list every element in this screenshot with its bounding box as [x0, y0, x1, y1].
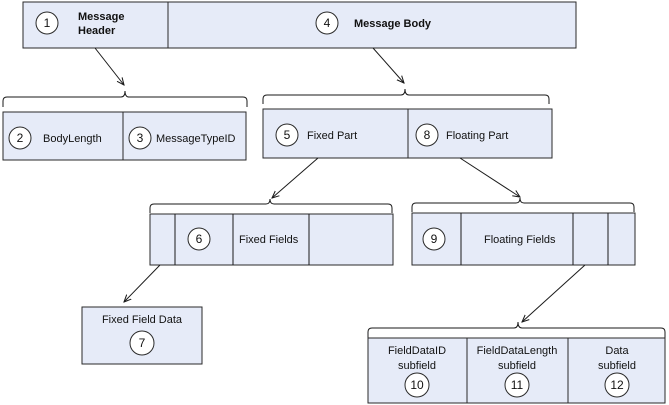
node-number-circle	[35, 11, 59, 35]
body-length-node: 2 BodyLength	[2, 111, 124, 161]
node-number-circle	[604, 372, 630, 398]
node-label: Data	[605, 345, 629, 357]
node-number-circle	[315, 11, 339, 35]
node-number: 1	[44, 16, 51, 30]
node-label: FieldDataLength	[477, 345, 558, 357]
fixed-field-data-node: Fixed Field Data 7	[81, 306, 203, 365]
node-number: 9	[431, 232, 438, 246]
connector-arrow	[459, 157, 520, 197]
group-brace	[262, 88, 550, 104]
node-number: 7	[139, 336, 146, 350]
fixed-part-node: 5 Fixed Part	[262, 108, 409, 159]
node-label: FieldDataID	[388, 345, 446, 357]
node-number: 8	[424, 128, 431, 142]
node-number: 3	[137, 131, 144, 145]
node-label: Message	[78, 11, 124, 23]
node-label: Fixed Field Data	[102, 314, 183, 326]
group-brace	[367, 321, 666, 338]
node-number-circle	[275, 123, 299, 147]
node-number-circle	[129, 330, 155, 356]
field-data-id-node: FieldDataID subfield 10	[367, 337, 468, 404]
node-label: Message Body	[354, 18, 432, 30]
fixed-fields-node: 6 Fixed Fields	[149, 213, 394, 266]
group-brace	[149, 198, 393, 213]
data-subfield-node: Data subfield 12	[567, 337, 666, 404]
message-type-id-node: 3 MessageTypeID	[122, 111, 247, 161]
connector-arrow	[522, 264, 586, 322]
node-label: Fixed Part	[307, 130, 357, 142]
floating-fields-node: 9 Floating Fields	[411, 212, 636, 266]
message-body-node: 4 Message Body	[167, 1, 577, 49]
node-label: subfield	[498, 360, 536, 372]
connector-arrow	[272, 157, 319, 198]
node-number: 4	[324, 16, 331, 30]
node-number-circle	[128, 126, 152, 150]
node-number-circle	[8, 126, 32, 150]
node-number-circle	[504, 372, 530, 398]
node-label: Floating Fields	[484, 234, 556, 246]
connector-arrow	[94, 47, 124, 85]
node-label: Fixed Fields	[239, 234, 299, 246]
node-label: BodyLength	[43, 133, 102, 145]
node-number: 5	[284, 128, 291, 142]
node-label: Floating Part	[446, 130, 508, 142]
node-label: MessageTypeID	[156, 133, 236, 145]
node-number: 11	[511, 378, 524, 392]
node-number: 2	[17, 131, 24, 145]
node-number-circle	[422, 227, 446, 251]
node-number: 12	[610, 378, 624, 392]
connector-arrow	[372, 47, 404, 83]
node-number-circle	[415, 123, 439, 147]
node-number-circle	[404, 372, 430, 398]
node-number: 6	[196, 232, 203, 246]
node-label: subfield	[598, 360, 636, 372]
field-data-length-node: FieldDataLength subfield 11	[466, 337, 569, 404]
group-brace	[2, 90, 248, 107]
node-label: subfield	[398, 360, 436, 372]
floating-part-node: 8 Floating Part	[407, 108, 553, 159]
group-brace	[411, 197, 635, 212]
node-label: Header	[78, 25, 116, 37]
message-header-node: 1 Message Header	[22, 1, 169, 49]
connector-arrow	[124, 264, 161, 302]
node-number-circle	[187, 227, 211, 251]
node-number: 10	[410, 378, 424, 392]
